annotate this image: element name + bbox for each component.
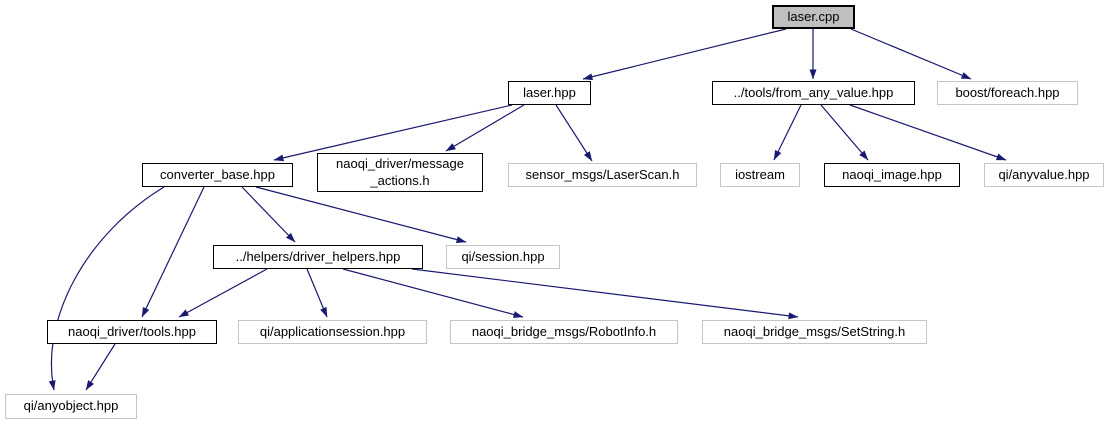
edge-driver_helpers-robotinfo xyxy=(342,268,524,318)
graph-node-converter_base[interactable]: converter_base.hpp xyxy=(142,163,293,187)
graph-node-anyvalue: qi/anyvalue.hpp xyxy=(984,163,1104,187)
graph-node-laser_hpp[interactable]: laser.hpp xyxy=(508,81,591,105)
graph-node-label: iostream xyxy=(735,166,785,182)
edge-from_any_value-anyvalue xyxy=(849,104,1007,161)
graph-node-anyobject: qi/anyobject.hpp xyxy=(5,394,137,419)
edge-laser_hpp-converter_base xyxy=(273,104,513,162)
graph-node-setstring: naoqi_bridge_msgs/SetString.h xyxy=(702,320,927,344)
edge-driver_helpers-setstring xyxy=(411,268,799,320)
graph-node-label: qi/applicationsession.hpp xyxy=(259,323,406,339)
graph-node-label: naoqi_driver/message _actions.h xyxy=(336,156,464,188)
graph-node-robotinfo: naoqi_bridge_msgs/RobotInfo.h xyxy=(450,320,678,344)
graph-node-iostream: iostream xyxy=(720,163,800,187)
graph-node-tools[interactable]: naoqi_driver/tools.hpp xyxy=(47,320,217,344)
edge-tools-anyobject xyxy=(85,343,116,391)
graph-node-label: qi/anyobject.hpp xyxy=(23,398,119,414)
graph-node-label: naoqi_image.hpp xyxy=(842,166,942,182)
edge-converter_base-tools xyxy=(141,186,205,318)
graph-node-label: naoqi_bridge_msgs/SetString.h xyxy=(723,323,906,339)
edge-driver_helpers-applicationsession xyxy=(306,268,328,318)
edge-laser_cpp-boost_foreach xyxy=(850,28,972,80)
graph-node-session: qi/session.hpp xyxy=(446,245,560,269)
graph-node-from_any_value[interactable]: ../tools/from_any_value.hpp xyxy=(712,81,915,105)
edge-laser_cpp-laser_hpp xyxy=(582,28,787,81)
graph-node-label: laser.hpp xyxy=(523,84,576,100)
graph-node-message_actions[interactable]: naoqi_driver/message _actions.h xyxy=(317,153,483,192)
edge-laser_hpp-laserscan xyxy=(555,104,593,162)
edge-converter_base-driver_helpers xyxy=(241,186,296,243)
graph-node-label: ../tools/from_any_value.hpp xyxy=(733,84,894,100)
graph-node-laserscan: sensor_msgs/LaserScan.h xyxy=(508,163,697,187)
graph-node-driver_helpers[interactable]: ../helpers/driver_helpers.hpp xyxy=(213,245,423,269)
graph-node-label: converter_base.hpp xyxy=(160,166,275,182)
graph-node-applicationsession: qi/applicationsession.hpp xyxy=(238,320,427,344)
graph-node-label: naoqi_driver/tools.hpp xyxy=(68,323,196,339)
graph-node-naoqi_image[interactable]: naoqi_image.hpp xyxy=(824,163,960,187)
graph-node-label: sensor_msgs/LaserScan.h xyxy=(525,166,680,182)
graph-node-label: ../helpers/driver_helpers.hpp xyxy=(235,248,401,264)
graph-node-label: laser.cpp xyxy=(787,8,840,24)
graph-node-boost_foreach: boost/foreach.hpp xyxy=(937,81,1078,105)
graph-node-laser_cpp: laser.cpp xyxy=(772,5,855,29)
graph-node-label: qi/anyvalue.hpp xyxy=(998,166,1090,182)
edge-from_any_value-iostream xyxy=(773,104,802,161)
edge-from_any_value-naoqi_image xyxy=(820,104,869,161)
graph-node-label: boost/foreach.hpp xyxy=(955,84,1060,100)
graph-node-label: qi/session.hpp xyxy=(461,248,545,264)
edge-laser_hpp-message_actions xyxy=(445,104,525,152)
graph-node-label: naoqi_bridge_msgs/RobotInfo.h xyxy=(471,323,657,339)
edge-converter_base-anyobject xyxy=(48,186,165,391)
edge-converter_base-session xyxy=(255,186,467,243)
edge-driver_helpers-tools xyxy=(178,268,268,318)
